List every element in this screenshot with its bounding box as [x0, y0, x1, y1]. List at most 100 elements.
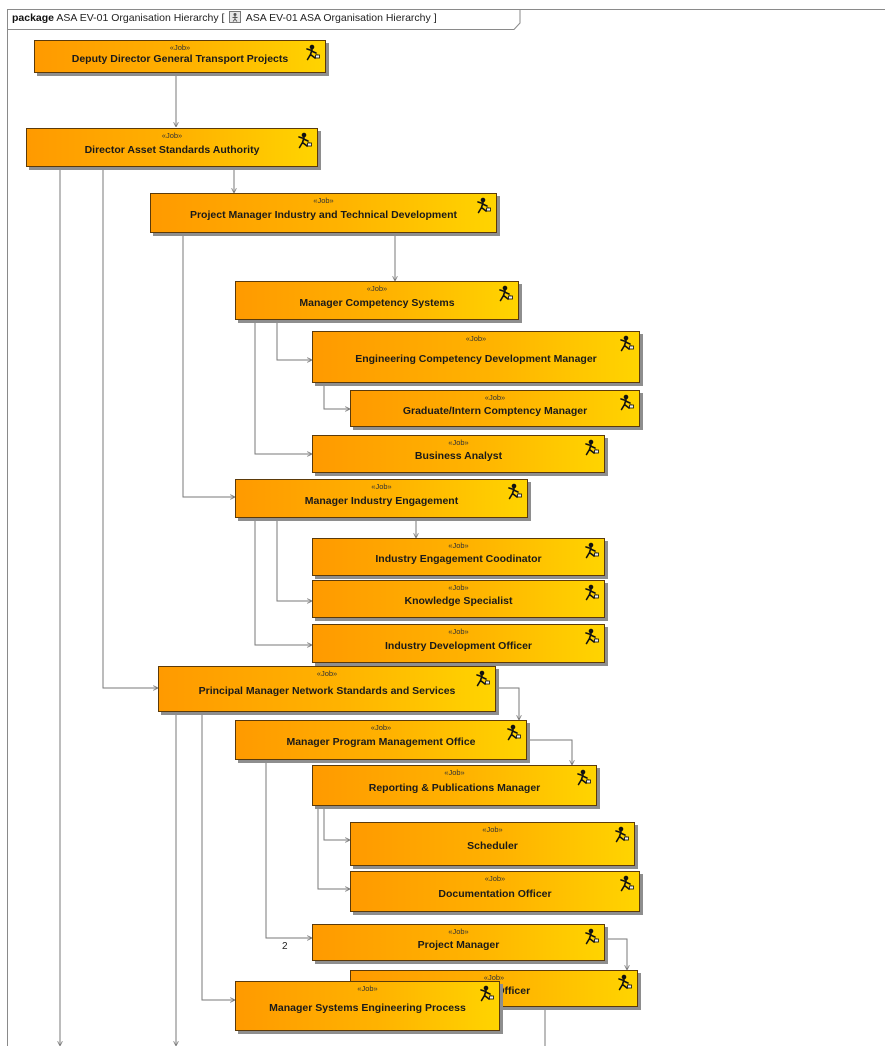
job-actor-icon [618, 974, 632, 991]
job-box-industry-coord[interactable]: «Job»Industry Engagement Coodinator [312, 538, 605, 576]
job-stereotype: «Job» [370, 723, 392, 732]
job-box-documentation[interactable]: «Job» Documentation Officer [350, 871, 640, 912]
bracket-open: [ [221, 12, 225, 24]
package-header-tab[interactable]: package ASA EV-01 Organisation Hierarchy… [7, 9, 521, 30]
job-stereotype: «Job» [316, 669, 338, 678]
job-name: Knowledge Specialist [404, 595, 513, 607]
job-name: Graduate/Intern Comptency Manager [402, 405, 588, 417]
job-actor-icon [507, 724, 521, 741]
diagram-icon [229, 11, 242, 23]
job-stereotype: «Job» [448, 583, 469, 592]
job-actor-icon [476, 670, 490, 687]
job-stereotype: «Job» [448, 541, 469, 550]
job-box-principal[interactable]: «Job» Principal Manager Network Standards… [158, 666, 496, 712]
job-actor-icon [298, 132, 312, 149]
bracket-close: ] [433, 12, 437, 24]
job-actor-icon [585, 928, 599, 945]
job-name: Reporting & Publications Manager [368, 782, 541, 794]
diagram-name: ASA EV-01 ASA Organisation Hierarchy [245, 12, 431, 24]
connector-competency-ba [254, 320, 312, 454]
job-actor-icon [620, 335, 634, 352]
connector-reporting-scheduler [323, 806, 350, 840]
job-actor-icon [585, 439, 599, 456]
job-name: Scheduler [467, 840, 518, 852]
job-actor-icon [585, 584, 599, 601]
job-name: Project Manager Industry and Technical D… [189, 209, 458, 221]
job-name: Project Manager [417, 939, 500, 951]
job-stereotype: «Job» [465, 334, 487, 343]
job-actor-icon [585, 628, 599, 645]
job-actor-icon [477, 197, 491, 214]
job-actor-icon [480, 985, 494, 1002]
job-stereotype: «Job» [482, 825, 503, 834]
package-frame [7, 9, 885, 1046]
job-box-director[interactable]: «Job» Director Asset Standards Authority [26, 128, 318, 167]
job-box-mgr-competency[interactable]: «Job» Manager Competency Systems [235, 281, 519, 320]
connector-competency-eng [276, 320, 312, 360]
connector-pmo-reporting [527, 739, 572, 765]
job-stereotype: «Job» [448, 927, 469, 936]
job-name: Industry Development Officer [384, 640, 533, 652]
job-name: Principal Manager Network Standards and … [198, 685, 456, 697]
job-name: Documentation Officer [438, 888, 552, 900]
job-stereotype: «Job» [169, 43, 191, 52]
job-stereotype: «Job» [313, 196, 334, 205]
job-actor-icon [615, 826, 629, 843]
job-box-industry-dev[interactable]: «Job» Industry Development Officer [312, 624, 605, 663]
job-stereotype: «Job» [484, 393, 506, 402]
job-stereotype: «Job» [161, 131, 183, 140]
connector-eng-graduate [323, 383, 350, 409]
job-box-deputy[interactable]: «Job»Deputy Director General Transport P… [34, 40, 326, 73]
job-actor-icon [585, 542, 599, 559]
job-stereotype: «Job» [448, 627, 469, 636]
connector-principal-systems-eng [201, 712, 235, 1000]
job-stereotype: «Job» [371, 482, 392, 491]
job-stereotype: «Job» [483, 973, 505, 982]
job-name: Deputy Director General Transport Projec… [71, 53, 289, 65]
job-box-graduate[interactable]: «Job» Graduate/Intern Comptency Manager [350, 390, 640, 427]
job-box-project-manager[interactable]: «Job» Project Manager [312, 924, 605, 961]
connector-reporting-documentation [317, 806, 350, 889]
job-name: Engineering Competency Development Manag… [355, 353, 597, 365]
connector-pm-project-officer [605, 938, 627, 970]
connector-director-principal [102, 167, 158, 688]
connector-systems-eng-continues [500, 1005, 546, 1046]
job-stereotype: «Job» [484, 874, 506, 883]
job-actor-icon [499, 285, 513, 302]
job-box-pmo[interactable]: «Job» Manager Program Management Office [235, 720, 527, 760]
job-box-knowledge[interactable]: «Job» Knowledge Specialist [312, 580, 605, 618]
job-name: Director Asset Standards Authority [84, 144, 260, 156]
package-keyword: package [12, 12, 55, 24]
job-box-systems-eng[interactable]: «Job» Manager Systems Engineering Process [235, 981, 500, 1031]
job-actor-icon [508, 483, 522, 500]
job-name: Manager Systems Engineering Process [269, 1002, 466, 1014]
connector-pmo-project-manager [265, 760, 312, 938]
package-tab-outline [7, 9, 521, 30]
job-box-mgr-industry-eng[interactable]: «Job» Manager Industry Engagement [235, 479, 528, 518]
job-name: Manager Industry Engagement [304, 495, 459, 507]
job-box-business-analyst[interactable]: «Job» Business Analyst [312, 435, 605, 473]
job-name: Manager Competency Systems [299, 297, 455, 309]
job-stereotype: «Job» [448, 438, 469, 447]
job-actor-icon [306, 44, 320, 61]
multiplicity-label: 2 [282, 941, 288, 952]
job-actor-icon [577, 769, 591, 786]
job-box-pm-industry[interactable]: «Job» Project Manager Industry and Techni… [150, 193, 497, 233]
job-box-eng-competency[interactable]: «Job» Engineering Competency Development … [312, 331, 640, 383]
job-stereotype: «Job» [366, 284, 388, 293]
job-actor-icon [620, 394, 634, 411]
connector-industry-eng-knowledge [276, 518, 312, 601]
connector-principal-pmo [496, 687, 519, 720]
connector-pm-industry-mgr-industry-eng [182, 233, 235, 497]
job-stereotype: «Job» [444, 768, 465, 777]
job-name: Manager Program Management Office [286, 736, 476, 748]
package-header-text: package ASA EV-01 Organisation Hierarchy… [12, 11, 437, 24]
job-box-reporting[interactable]: «Job» Reporting & Publications Manager [312, 765, 597, 806]
package-name: ASA EV-01 Organisation Hierarchy [56, 12, 219, 24]
job-name: Business Analyst [414, 450, 503, 462]
job-box-scheduler[interactable]: «Job» Scheduler [350, 822, 635, 866]
job-stereotype: «Job» [357, 984, 378, 993]
connector-industry-eng-dev [254, 518, 312, 645]
